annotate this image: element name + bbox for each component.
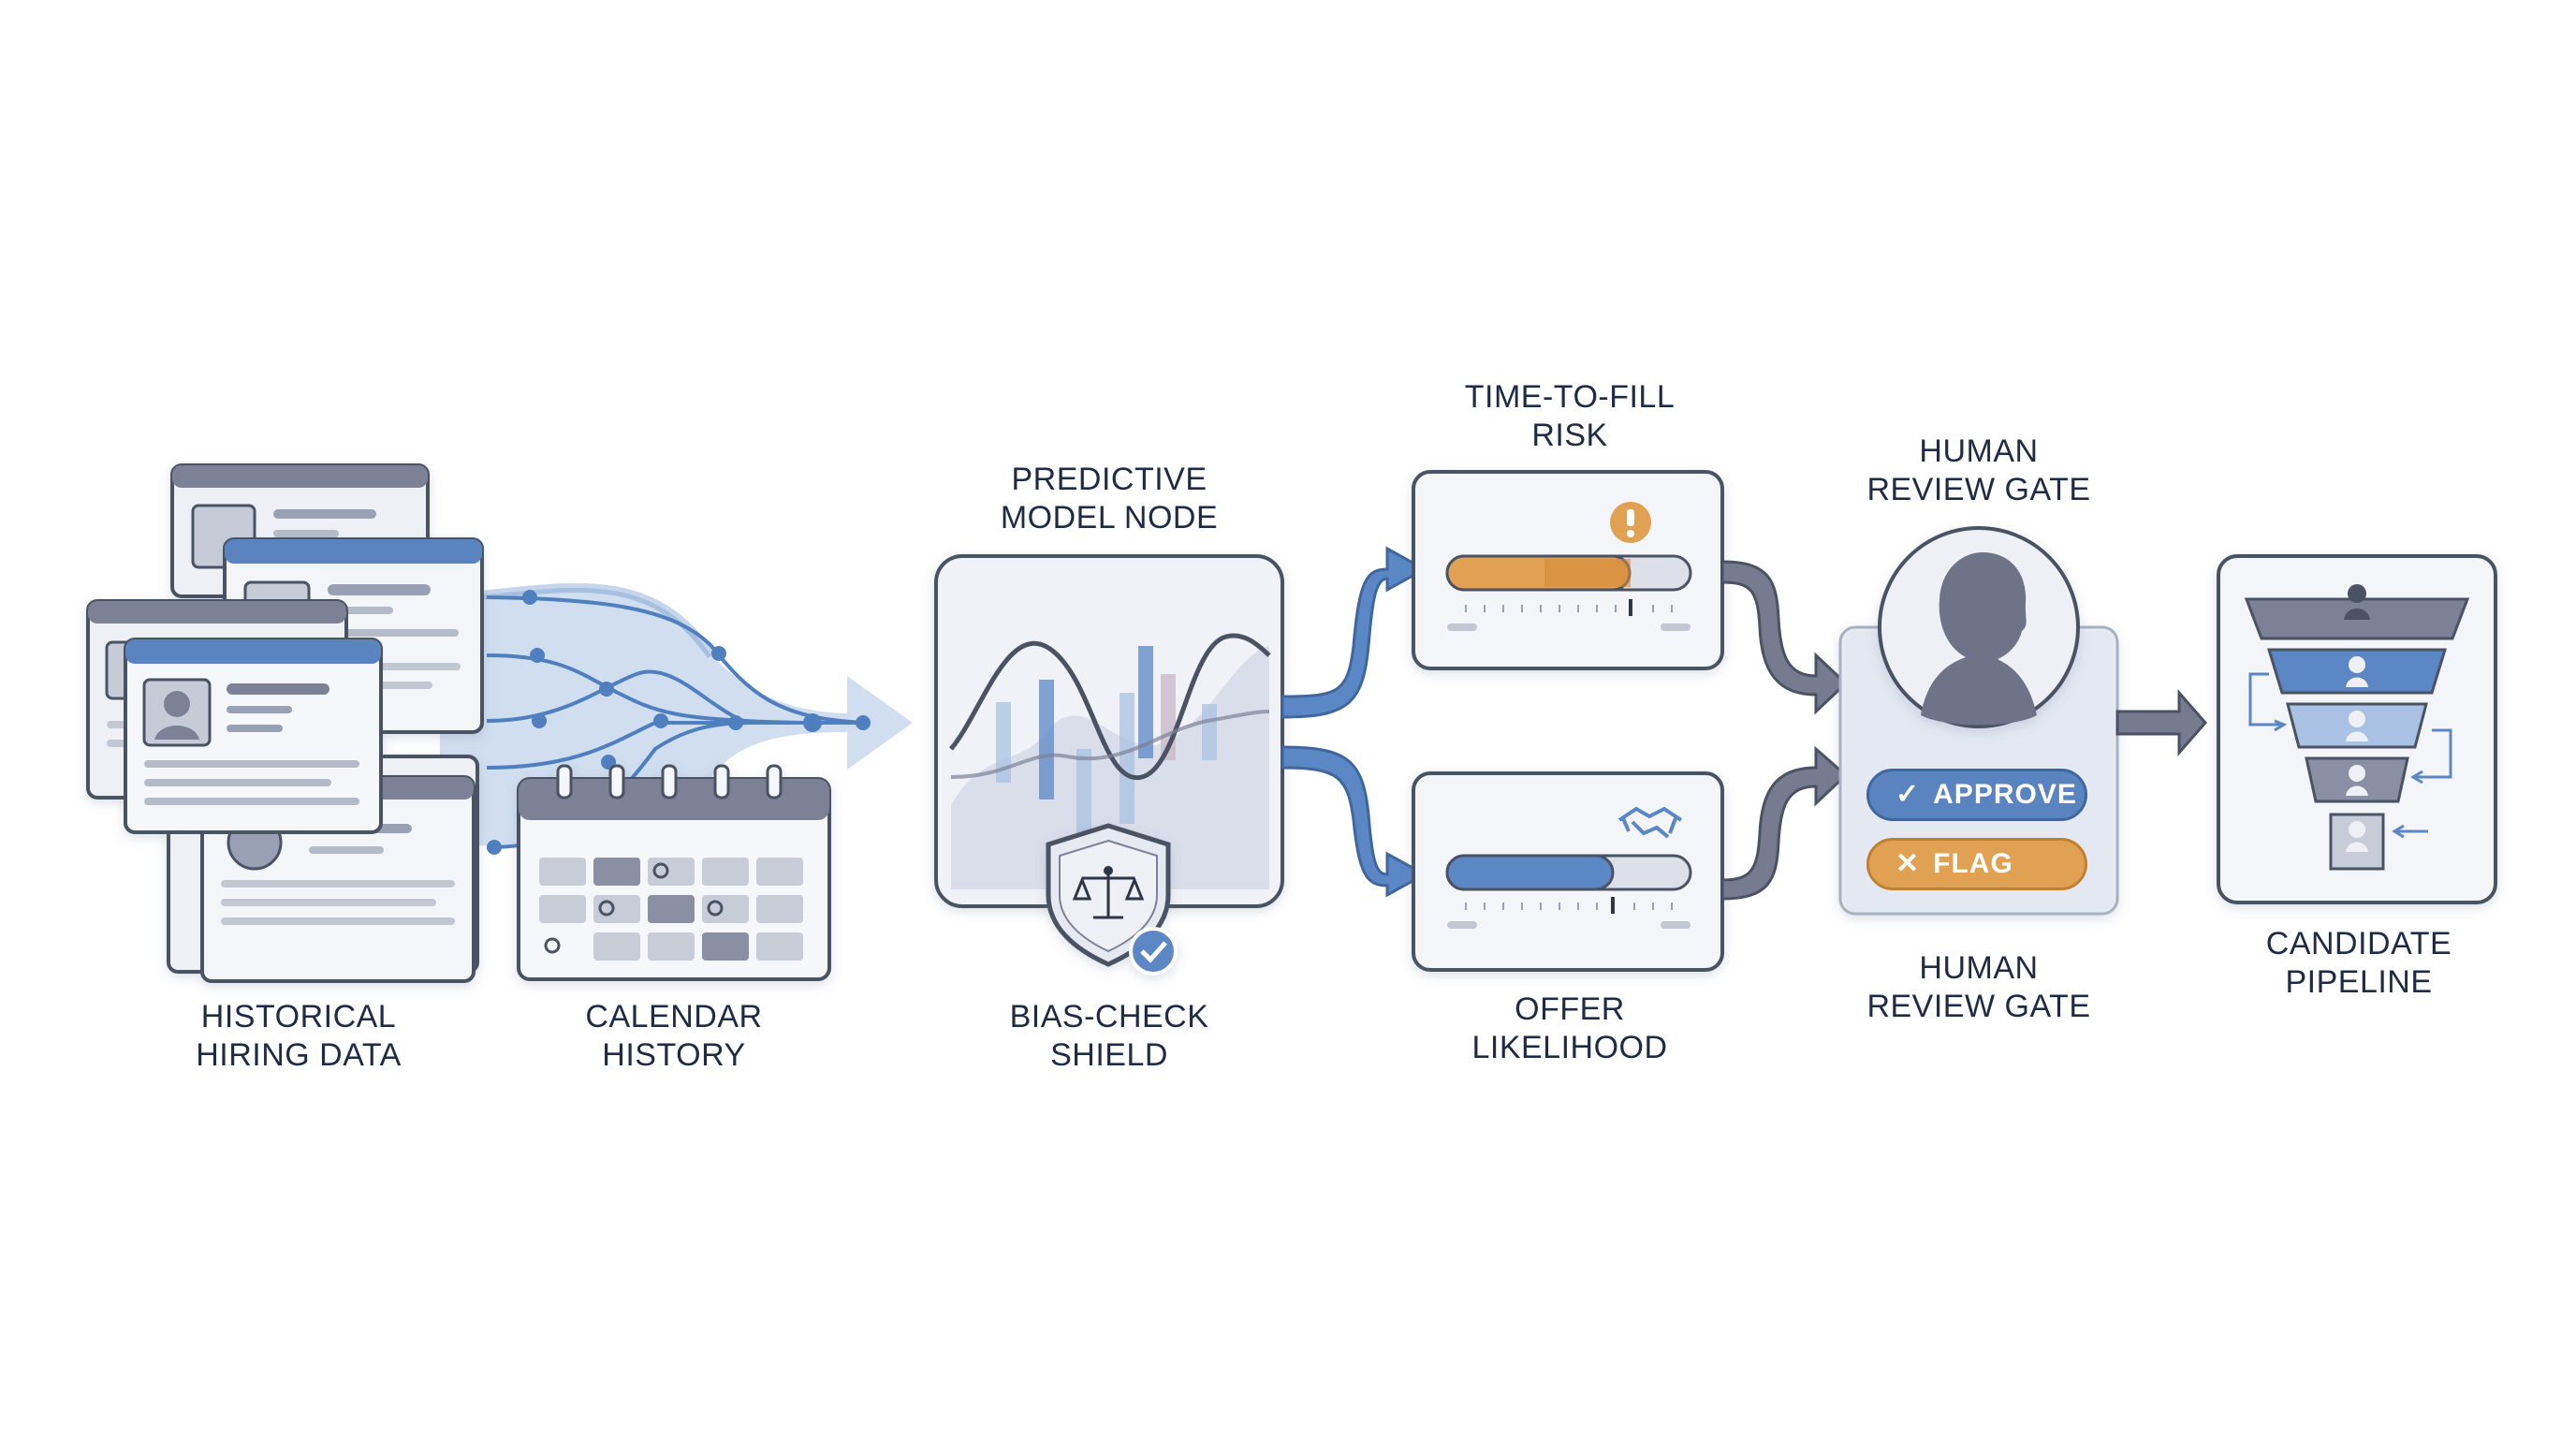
- offer-bar: [1445, 854, 1692, 891]
- review-output-arrow: [2115, 689, 2207, 756]
- handshake-icon: [1617, 806, 1683, 839]
- risk-bar: [1445, 554, 1692, 592]
- flag-button[interactable]: ✕ FLAG: [1866, 838, 2087, 890]
- risk-scale-ticks: [1447, 599, 1690, 631]
- review-input-flows: [1720, 560, 1849, 901]
- model-output-flows: [1281, 546, 1428, 898]
- label-historical-hiring-data: HISTORICAL HIRING DATA: [196, 999, 402, 1073]
- flag-label: FLAG: [1933, 848, 2013, 879]
- label-offer-likelihood: OFFER LIKELIHOOD: [1471, 991, 1668, 1065]
- label-predictive-model-node: PREDICTIVE MODEL NODE: [1000, 462, 1219, 536]
- label-time-to-fill-risk: TIME-TO-FILL RISK: [1464, 379, 1676, 453]
- label-candidate-pipeline: CANDIDATE PIPELINE: [2265, 926, 2452, 1000]
- data-flow-nodes: [487, 590, 871, 855]
- funnel-icon: [2244, 584, 2470, 871]
- resume-stack-icon: [86, 463, 484, 983]
- alert-icon: [1610, 502, 1651, 543]
- label-bias-check-shield: BIAS-CHECK SHIELD: [1009, 999, 1209, 1073]
- scales-shield-icon: [1046, 823, 1178, 976]
- close-icon: ✕: [1895, 848, 1921, 879]
- approve-label: APPROVE: [1933, 779, 2077, 810]
- check-icon: ✓: [1895, 779, 1921, 810]
- chart-waveform-icon: [949, 633, 1271, 889]
- label-calendar-history: CALENDAR HISTORY: [585, 999, 763, 1073]
- label-human-review-gate-bottom: HUMAN REVIEW GATE: [1866, 950, 2091, 1024]
- label-human-review-gate-top: HUMAN REVIEW GATE: [1866, 433, 2091, 507]
- offer-scale-ticks: [1447, 897, 1690, 929]
- person-avatar-icon: [1878, 526, 2080, 728]
- calendar-icon: [517, 764, 831, 981]
- approve-button[interactable]: ✓ APPROVE: [1866, 769, 2087, 821]
